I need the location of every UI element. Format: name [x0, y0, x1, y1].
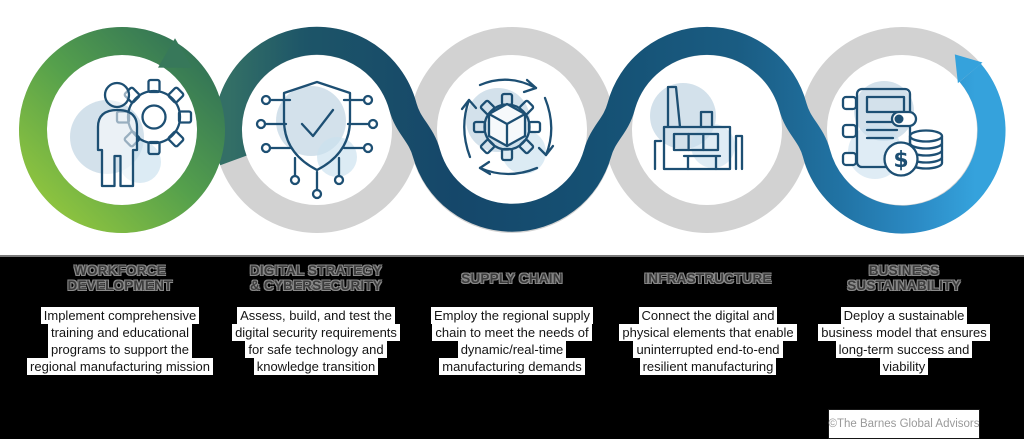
factory-shape	[653, 85, 744, 171]
text-line: physical elements that enable	[619, 324, 797, 341]
text-line: uninterrupted end-to-end	[633, 341, 783, 358]
text-line: resilient manufacturing	[639, 358, 777, 375]
cube-shape	[487, 102, 527, 148]
text-line: & CYBERSECURITY	[249, 278, 382, 293]
text-line: digital security requirements	[232, 324, 400, 341]
ribbon-arrow-tip-blue	[954, 54, 983, 84]
shield-check-circuit-icon	[255, 80, 379, 200]
text-line: SUPPLY CHAIN	[461, 270, 563, 286]
text-line: viability	[879, 358, 929, 375]
step-heading-supply-chain: SUPPLY CHAIN	[461, 261, 562, 295]
text-line: long-term success and	[835, 341, 973, 358]
text-line: Deploy a sustainable	[840, 307, 968, 324]
text-line: training and educational	[47, 324, 193, 341]
text-line: WORKFORCE	[74, 263, 166, 278]
copyright-text: ©The Barnes Global Advisors	[828, 418, 980, 430]
text-line: SUSTAINABILITY	[847, 278, 961, 293]
step-heading-infrastructure: INFRASTRUCTURE	[644, 261, 771, 295]
text-line: Assess, build, and test the	[237, 307, 395, 324]
text-line: BUSINESS	[868, 263, 940, 278]
checkmark-shape	[300, 108, 335, 138]
text-line: business model that ensures	[818, 324, 990, 341]
text-line: chain to meet the needs of	[432, 324, 592, 341]
dollar-coin: $	[883, 141, 919, 177]
text-line: INFRASTRUCTURE	[644, 270, 772, 286]
green-loop	[19, 27, 225, 233]
wave-ribbon-graphic: $	[19, 26, 1006, 234]
checklist-money-icon: $	[841, 81, 944, 179]
shield-shape	[282, 80, 352, 172]
text-line: regional manufacturing mission	[27, 358, 213, 375]
text-line: Implement comprehensive	[40, 307, 200, 324]
icon-blob	[276, 86, 346, 156]
text-line: knowledge transition	[253, 358, 379, 375]
text-line: for safe technology and	[245, 341, 387, 358]
step-column-digital-strategy-cybersecurity: DIGITAL STRATEGY& CYBERSECURITY Assess, …	[218, 257, 414, 375]
icon-blob	[691, 124, 735, 168]
ribbon-path	[213, 26, 1006, 234]
icon-blob	[317, 137, 357, 177]
person-shape	[96, 81, 139, 188]
checklist-document	[841, 87, 918, 169]
copyright-box: ©The Barnes Global Advisors	[828, 409, 980, 439]
ribbon-arrow-tip-green	[158, 38, 193, 68]
person-gear-icon	[70, 78, 193, 188]
text-line: manufacturing demands	[439, 358, 585, 375]
circuit-traces	[255, 94, 379, 200]
gear-cube-cycle-icon	[460, 78, 555, 176]
text-line: programs to support the	[47, 341, 193, 358]
text-line: dynamic/real-time	[457, 341, 567, 358]
factory-icon	[650, 83, 744, 171]
text-line: Connect the digital and	[638, 307, 778, 324]
step-heading-digital-strategy-cybersecurity: DIGITAL STRATEGY& CYBERSECURITY	[250, 261, 382, 295]
text-line: Employ the regional supply	[430, 307, 594, 324]
cycle-arrows	[460, 78, 555, 176]
text-line: DEVELOPMENT	[67, 278, 173, 293]
svg-text:$: $	[893, 148, 908, 173]
text-line: DIGITAL STRATEGY	[249, 263, 383, 278]
